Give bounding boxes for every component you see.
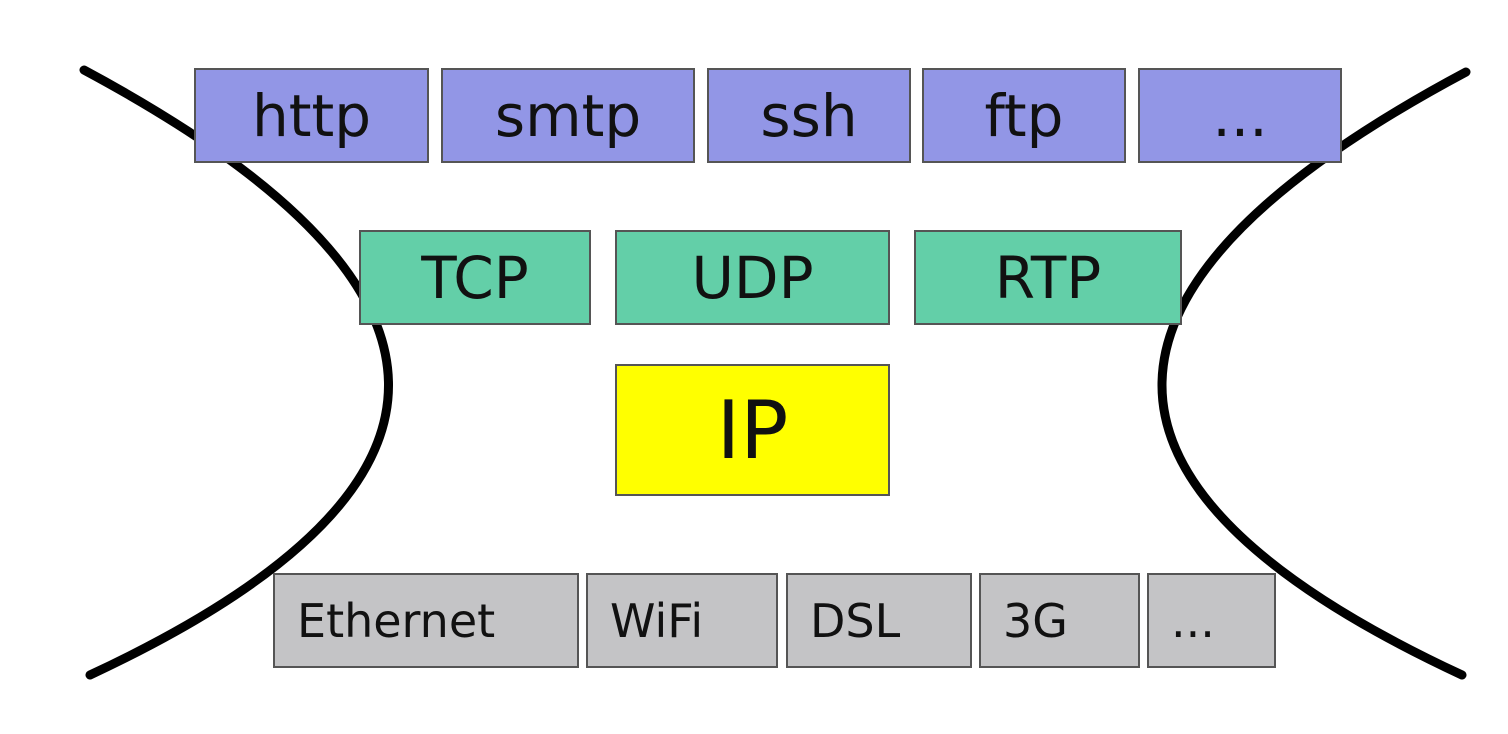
- left-curve: [79, 65, 393, 680]
- protocol-label: TCP: [421, 243, 529, 312]
- protocol-box-rtp: RTP: [914, 230, 1182, 325]
- protocol-box-more-apps: ...: [1138, 68, 1342, 163]
- protocol-label: smtp: [494, 81, 642, 150]
- protocol-box-ssh: ssh: [707, 68, 911, 163]
- protocol-box-http: http: [194, 68, 429, 163]
- protocol-box-wifi: WiFi: [586, 573, 778, 668]
- protocol-label: 3G: [1003, 593, 1068, 648]
- protocol-label: RTP: [994, 243, 1102, 312]
- protocol-box-ftp: ftp: [922, 68, 1126, 163]
- protocol-box-tcp: TCP: [359, 230, 591, 325]
- protocol-box-more-links: ...: [1147, 573, 1276, 668]
- protocol-label: ftp: [984, 81, 1064, 150]
- protocol-box-smtp: smtp: [441, 68, 695, 163]
- protocol-label: ssh: [760, 81, 858, 150]
- protocol-label: UDP: [691, 243, 814, 312]
- protocol-label: ...: [1171, 593, 1215, 648]
- protocol-box-ip: IP: [615, 364, 890, 496]
- protocol-label: ...: [1212, 81, 1268, 150]
- protocol-box-dsl: DSL: [786, 573, 972, 668]
- protocol-label: Ethernet: [297, 593, 496, 648]
- protocol-label: DSL: [810, 593, 901, 648]
- right-curve: [1157, 67, 1471, 680]
- protocol-box-ethernet: Ethernet: [273, 573, 579, 668]
- protocol-label: WiFi: [610, 593, 704, 648]
- protocol-box-3g: 3G: [979, 573, 1140, 668]
- protocol-box-udp: UDP: [615, 230, 890, 325]
- protocol-label: IP: [716, 383, 789, 477]
- protocol-label: http: [251, 81, 372, 150]
